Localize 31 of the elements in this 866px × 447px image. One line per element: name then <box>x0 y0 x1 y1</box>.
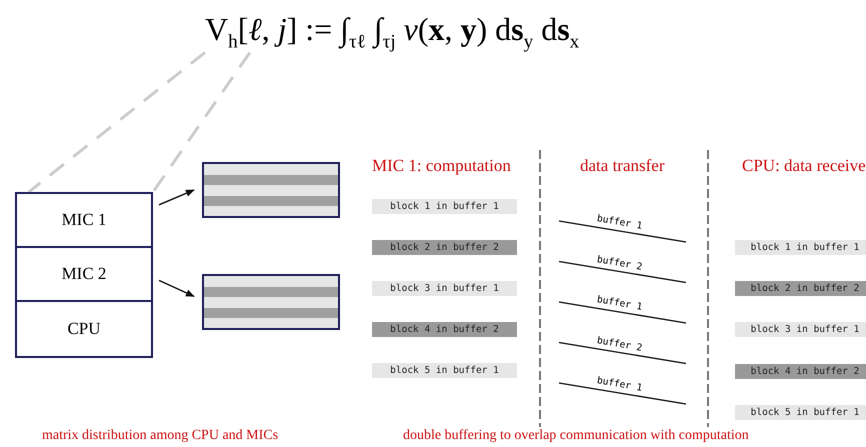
caption: double buffering to overlap communication with computation <box>403 428 749 444</box>
buffer-block: block 4 in buffer 2 <box>372 322 517 337</box>
buffer-block: block 2 in buffer 2 <box>372 240 517 255</box>
matrix-drawing <box>202 162 340 218</box>
arrow <box>158 189 195 206</box>
unit-label: MIC 1 <box>62 210 106 230</box>
column-heading: MIC 1: computation <box>372 156 511 176</box>
matrix-drawing <box>202 274 340 330</box>
dashed-line <box>28 51 206 194</box>
line-label: buffer 2 <box>596 335 644 354</box>
memory-stack-box <box>15 192 153 358</box>
buffer-block: block 3 in buffer 1 <box>372 281 517 296</box>
line-label: buffer 1 <box>596 375 644 394</box>
buffer-block: block 1 in buffer 1 <box>372 199 517 214</box>
dashed-line <box>152 52 252 193</box>
line-label: buffer 1 <box>596 213 644 232</box>
caption: matrix distribution among CPU and MICs <box>42 428 278 444</box>
unit-label: MIC 2 <box>62 264 106 284</box>
arrow <box>158 280 195 298</box>
buffer-block: block 5 in buffer 1 <box>372 363 517 378</box>
unit-label: CPU <box>67 319 101 339</box>
buffer-block: block 1 in buffer 1 <box>735 240 866 255</box>
buffer-block: block 2 in buffer 2 <box>735 281 866 296</box>
formula-text: V$_{h}$[ℓ, j] := ∫$_{τℓ}$ ∫$_{τj}$ v(x, y) ds$_{y}$ ds$_{x}$ <box>205 12 580 52</box>
buffer-block: block 4 in buffer 2 <box>735 364 866 379</box>
column-heading: data transfer <box>580 156 664 176</box>
column-heading: CPU: data receive <box>742 156 866 176</box>
buffer-block: block 5 in buffer 1 <box>735 405 866 420</box>
line-label: buffer 2 <box>596 254 644 273</box>
line-label: buffer 1 <box>596 294 644 313</box>
buffer-block: block 3 in buffer 1 <box>735 322 866 337</box>
